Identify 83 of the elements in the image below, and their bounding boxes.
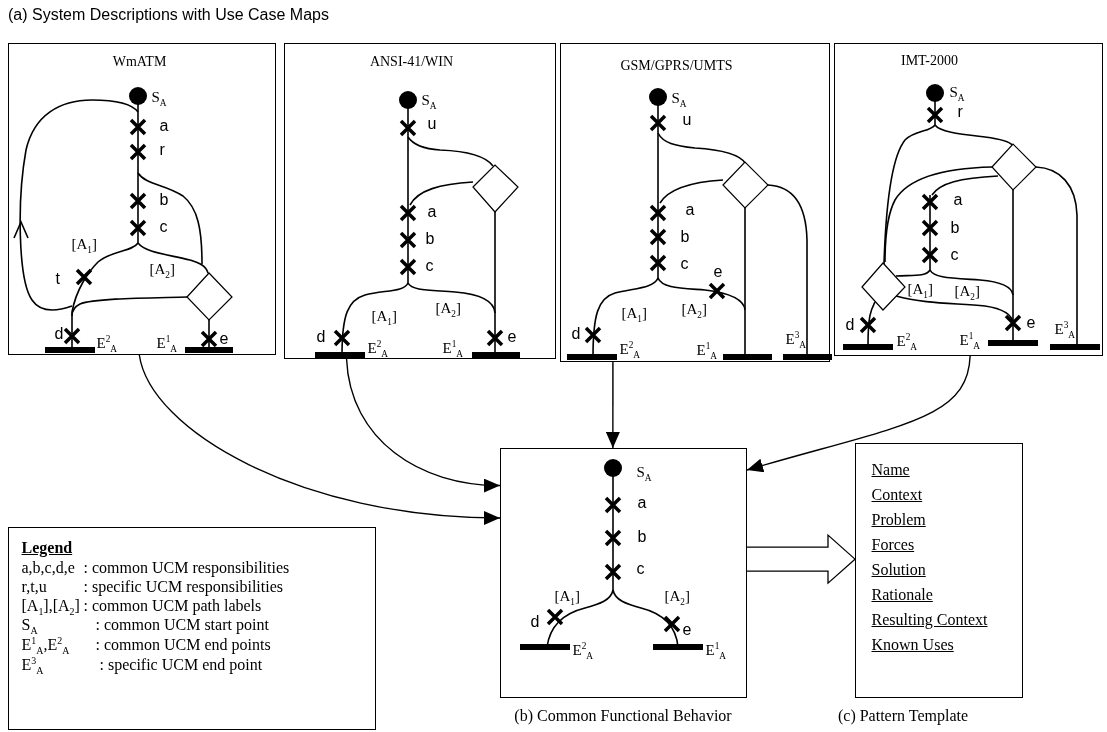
panel-title: WmATM <box>112 53 167 70</box>
map-label: [A$_{2}$] <box>681 300 707 317</box>
block-arrow <box>746 533 856 585</box>
map-label: a <box>953 190 963 209</box>
map-label: S$_{A}$ <box>151 88 167 105</box>
map-label: [A$_{1}$] <box>621 304 647 321</box>
map-label: S$_{A}$ <box>949 83 965 100</box>
map-label: S$_{A}$ <box>421 91 437 108</box>
figure-caption: (b) Common Functional Behavior <box>514 707 732 725</box>
map-label: S$_{A}$ <box>671 89 687 106</box>
map-label: e <box>1026 313 1036 332</box>
template-item: Name <box>871 460 910 479</box>
map-label: b <box>637 527 647 546</box>
legend-key: S$_{A}$ <box>21 615 38 634</box>
map-label: [A$_{2}$] <box>664 587 690 604</box>
panel-title: IMT-2000 <box>901 52 958 69</box>
panel <box>284 43 556 359</box>
template-item: Resulting Context <box>871 610 988 629</box>
legend-box <box>8 527 376 730</box>
legend-description: : specific UCM responsibilities <box>83 577 284 596</box>
legend-description: : common UCM start point <box>95 615 269 634</box>
map-label: u <box>427 114 437 133</box>
template-item: Known Uses <box>871 635 954 654</box>
panel <box>500 448 747 698</box>
map-label: a <box>427 202 437 221</box>
map-label: b <box>425 229 435 248</box>
map-label: e <box>713 262 723 281</box>
legend-heading: Legend <box>21 538 73 557</box>
map-label: [A$_{2}$] <box>435 299 461 316</box>
map-label: [A$_{1}$] <box>554 587 580 604</box>
map-label: b <box>680 227 690 246</box>
arrow <box>605 361 620 449</box>
map-label: r <box>159 140 165 159</box>
map-label: e <box>507 327 517 346</box>
arrow <box>746 355 971 473</box>
legend-key: a,b,c,d,e <box>21 558 75 577</box>
map-label: d <box>845 315 855 334</box>
map-label: d <box>54 324 64 343</box>
template-item: Forces <box>871 535 915 554</box>
legend-description: : common UCM path labels <box>83 596 262 615</box>
panel-title: GSM/GPRS/UMTS <box>620 57 733 74</box>
map-label: d <box>571 324 581 343</box>
map-label: [A$_{2}$] <box>149 260 175 277</box>
map-label: b <box>159 190 169 209</box>
legend-description: : specific UCM end point <box>99 655 263 674</box>
panel <box>834 43 1103 356</box>
map-label: a <box>637 493 647 512</box>
map-label: c <box>425 256 434 275</box>
map-label: c <box>636 559 645 578</box>
panel-title: ANSI-41/WIN <box>369 53 454 70</box>
map-label: c <box>950 245 959 264</box>
figure-caption: (c) Pattern Template <box>837 707 969 725</box>
map-label: [A$_{1}$] <box>371 307 397 324</box>
map-label: t <box>55 269 60 288</box>
legend-description: : common UCM end points <box>95 635 271 654</box>
panel <box>8 43 276 355</box>
map-label: a <box>685 200 695 219</box>
map-label: S$_{A}$ <box>636 463 652 480</box>
template-item: Rationale <box>871 585 933 604</box>
template-item: Context <box>871 485 923 504</box>
map-label: d <box>316 327 326 346</box>
map-label: c <box>159 217 168 236</box>
map-label: a <box>159 116 169 135</box>
legend-key: [A$_{1}$],[A$_{2}$] <box>21 596 80 615</box>
map-label: e <box>682 620 692 639</box>
arrow <box>138 354 501 525</box>
map-label: d <box>530 612 540 631</box>
template-item: Problem <box>871 510 926 529</box>
map-label: r <box>957 102 963 121</box>
arrow <box>345 358 501 492</box>
map-label: [A$_{2}$] <box>954 282 980 299</box>
map-label: b <box>950 218 960 237</box>
map-label: c <box>680 254 689 273</box>
figure-title: (a) System Descriptions with Use Case Maps <box>8 6 329 24</box>
template-item: Solution <box>871 560 926 579</box>
legend-description: : common UCM responsibilities <box>83 558 290 577</box>
template-box <box>855 443 1023 698</box>
map-label: e <box>219 329 229 348</box>
map-label: [A$_{1}$] <box>907 280 933 297</box>
map-label: u <box>682 110 692 129</box>
legend-key: r,t,u <box>21 577 47 596</box>
map-label: [A$_{1}$] <box>71 235 97 252</box>
panel <box>560 43 830 362</box>
